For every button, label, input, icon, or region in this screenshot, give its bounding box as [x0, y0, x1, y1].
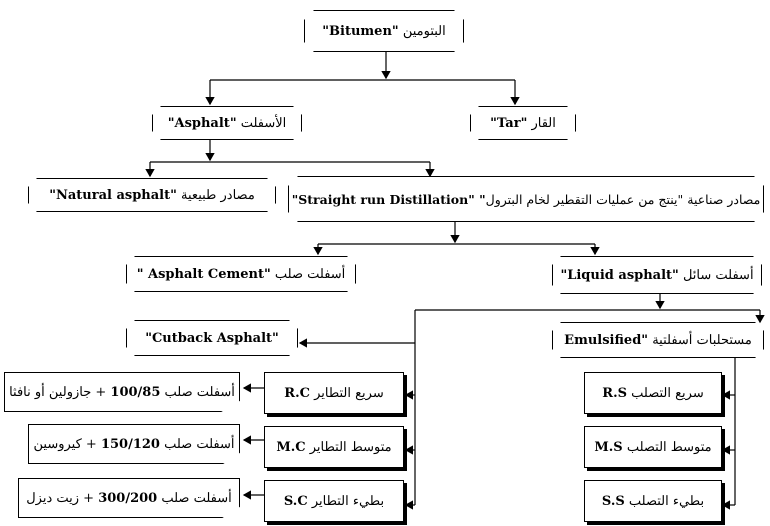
tar-node: القار "Tar": [470, 106, 576, 140]
medium-curing-node: متوسط التطاير M.C: [264, 426, 404, 468]
rc-description-node: أسفلت صلب 100/85 + جازولين أو نافثا: [4, 372, 240, 412]
rapid-setting-node: سريع التصلب R.S: [584, 372, 722, 414]
medium-setting-node: متوسط التصلب M.S: [584, 426, 722, 468]
liquid-asphalt-node: أسفلت سائل "Liquid asphalt": [552, 256, 762, 294]
mc-description-node: أسفلت صلب 150/120 + كيروسين: [28, 424, 240, 464]
rapid-curing-label: سريع التطاير R.C: [284, 385, 384, 401]
slow-setting-node: بطيء التصلب S.S: [584, 480, 722, 522]
asphalt-cement-node: أسفلت صلب "Asphalt Cement ": [126, 256, 356, 292]
rapid-curing-node: سريع التطاير R.C: [264, 372, 404, 414]
sc-description-label: أسفلت صلب 300/200 + زيت ديزل: [26, 490, 232, 506]
sc-description-node: أسفلت صلب 300/200 + زيت ديزل: [18, 478, 240, 518]
mc-description-label: أسفلت صلب 150/120 + كيروسين: [33, 436, 235, 452]
asphalt-label: الأسفلت "Asphalt": [167, 115, 287, 131]
medium-curing-label: متوسط التطاير M.C: [276, 439, 392, 455]
bitumen-node: البتومين "Bitumen": [304, 10, 464, 52]
asphalt-cement-label: أسفلت صلب "Asphalt Cement ": [136, 266, 346, 282]
natural-asphalt-label: مصادر طبيعية "Natural asphalt": [49, 187, 255, 203]
liquid-asphalt-label: أسفلت سائل "Liquid asphalt": [560, 267, 754, 283]
straight-run-label: مصادر صناعية "ينتج من عمليات التقطير لخا…: [291, 191, 761, 207]
straight-run-node: مصادر صناعية "ينتج من عمليات التقطير لخا…: [288, 176, 764, 222]
tar-label: القار "Tar": [490, 115, 556, 131]
emulsified-node: مستحلبات أسفلتية "Emulsified: [552, 322, 764, 358]
asphalt-node: الأسفلت "Asphalt": [152, 106, 302, 140]
cutback-asphalt-label: "Cutback Asphalt": [145, 330, 279, 346]
natural-asphalt-node: مصادر طبيعية "Natural asphalt": [28, 178, 276, 212]
medium-setting-label: متوسط التصلب M.S: [594, 439, 712, 455]
slow-setting-label: بطيء التصلب S.S: [601, 493, 705, 509]
slow-curing-label: بطيء التطاير S.C: [283, 493, 385, 509]
slow-curing-node: بطيء التطاير S.C: [264, 480, 404, 522]
rc-description-label: أسفلت صلب 100/85 + جازولين أو نافثا: [9, 384, 235, 400]
rapid-setting-label: سريع التصلب R.S: [602, 385, 704, 401]
emulsified-label: مستحلبات أسفلتية "Emulsified: [564, 332, 752, 348]
bitumen-label: البتومين "Bitumen": [322, 23, 446, 39]
cutback-asphalt-node: "Cutback Asphalt": [126, 320, 298, 356]
